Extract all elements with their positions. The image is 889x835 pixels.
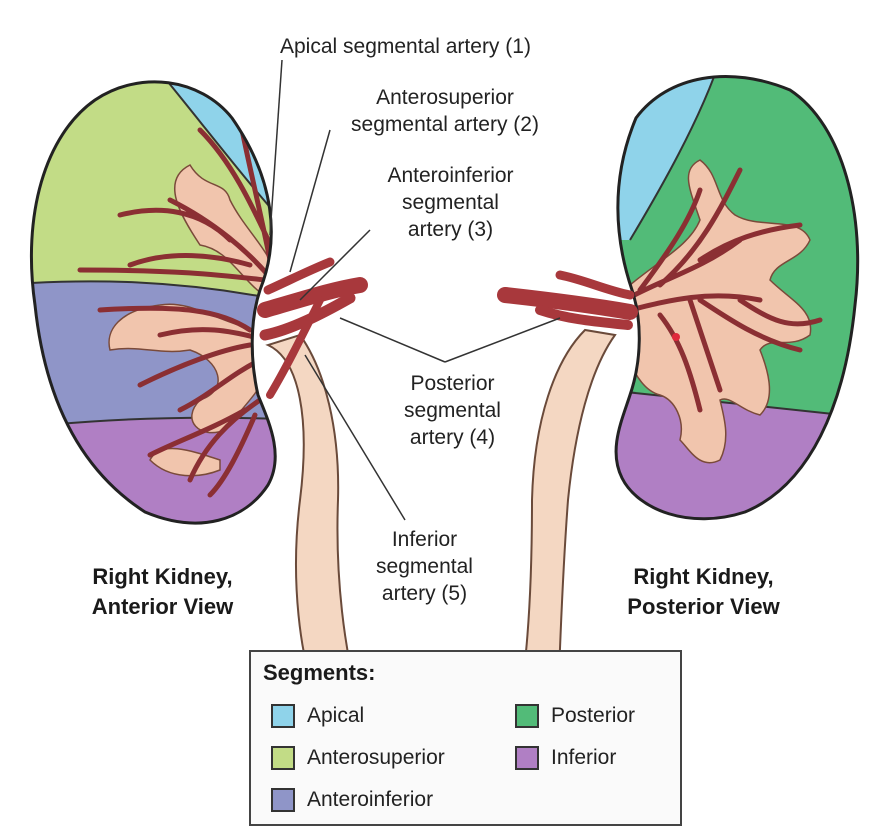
- segments-legend: Segments: Apical Anterosuperior Anteroin…: [249, 650, 682, 826]
- view-title-posterior-line2: Posterior View: [627, 594, 780, 619]
- left-kidney: [31, 81, 276, 524]
- label-inferior-line1: Inferior: [391, 528, 458, 551]
- legend-item-anterosuperior: Anterosuperior: [271, 746, 445, 770]
- label-inferior-line2: segmental: [376, 555, 473, 578]
- label-apical-artery: Apical segmental artery (1): [280, 35, 531, 58]
- label-anterosuperior-line2: segmental artery (2): [351, 113, 539, 136]
- label-anterosuperior-artery: Anterosuperior segmental artery (2): [320, 84, 570, 138]
- legend-title: Segments:: [263, 660, 376, 685]
- label-inferior-artery: Inferior segmental artery (5): [357, 526, 492, 607]
- legend-label-inferior: Inferior: [551, 746, 617, 769]
- legend-swatch-anterosuperior: [271, 746, 295, 770]
- legend-swatch-inferior: [515, 746, 539, 770]
- legend-label-posterior: Posterior: [551, 704, 636, 727]
- right-kidney-outline: [614, 75, 860, 521]
- label-anteroinferior-line2: segmental: [402, 191, 499, 214]
- label-anteroinferior-line1: Anteroinferior: [387, 164, 514, 187]
- legend-swatch-anteroinferior: [271, 788, 295, 812]
- label-anteroinferior-artery: Anteroinferior segmental artery (3): [363, 162, 538, 243]
- view-title-anterior: Right Kidney, Anterior View: [55, 562, 270, 622]
- label-posterior-line1: Posterior: [410, 372, 495, 395]
- legend-item-inferior: Inferior: [515, 746, 616, 770]
- legend-label-apical: Apical: [307, 704, 365, 727]
- label-posterior-line3: artery (4): [409, 426, 496, 449]
- label-posterior-artery: Posterior segmental artery (4): [385, 370, 520, 451]
- legend-item-apical: Apical: [271, 704, 364, 728]
- legend-label-anteroinferior: Anteroinferior: [307, 788, 434, 811]
- left-renal-artery: [257, 257, 368, 399]
- right-renal-artery: [497, 270, 638, 330]
- label-anterosuperior-line1: Anterosuperior: [376, 86, 514, 109]
- view-title-posterior-line1: Right Kidney,: [633, 564, 774, 589]
- leader-lines: [269, 59, 561, 521]
- right-kidney: [616, 76, 858, 519]
- view-title-posterior: Right Kidney, Posterior View: [596, 562, 811, 622]
- view-title-anterior-line2: Anterior View: [91, 594, 234, 619]
- ureter-left: [265, 333, 360, 701]
- legend-label-anterosuperior: Anterosuperior: [307, 746, 445, 769]
- legend-item-posterior: Posterior: [515, 704, 635, 728]
- label-posterior-line2: segmental: [404, 399, 501, 422]
- ureter-right: [518, 328, 617, 701]
- left-kidney-outline: [29, 80, 277, 525]
- label-anteroinferior-line3: artery (3): [407, 218, 494, 241]
- view-title-anterior-line1: Right Kidney,: [92, 564, 233, 589]
- legend-swatch-posterior: [515, 704, 539, 728]
- label-inferior-line3: artery (5): [381, 582, 468, 605]
- legend-item-anteroinferior: Anteroinferior: [271, 788, 433, 812]
- legend-swatch-apical: [271, 704, 295, 728]
